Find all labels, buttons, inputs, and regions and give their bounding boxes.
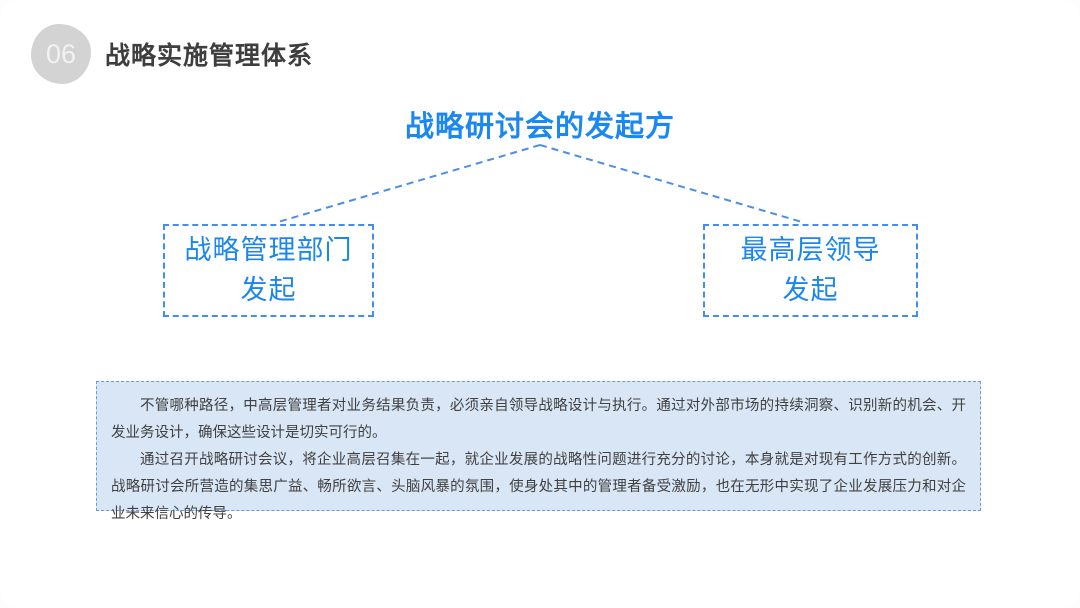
option-box-left-line2: 发起 bbox=[240, 274, 297, 305]
slide-title: 战略实施管理体系 bbox=[105, 42, 314, 70]
note-paragraph-1: 不管哪种路径，中高层管理者对业务结果负责，必须亲自领导战略设计与执行。通过对外部… bbox=[111, 398, 966, 441]
connector-line-left bbox=[277, 144, 541, 223]
option-box-strategy-department: 战略管理部门 发起 bbox=[163, 224, 374, 317]
option-box-left-line1: 战略管理部门 bbox=[184, 235, 353, 266]
option-box-top-leadership: 最高层领导 发起 bbox=[703, 224, 918, 317]
slide-number: 06 bbox=[45, 38, 77, 69]
option-box-right-line1: 最高层领导 bbox=[740, 235, 881, 266]
option-box-right-line2: 发起 bbox=[782, 274, 839, 305]
note-panel: 不管哪种路径，中高层管理者对业务结果负责，必须亲自领导战略设计与执行。通过对外部… bbox=[96, 381, 981, 522]
note-paragraph-2: 通过召开战略研讨会议，将企业高层召集在一起，就企业发展的战略性问题进行充分的讨论… bbox=[111, 452, 966, 522]
connector-line-right bbox=[539, 144, 803, 223]
diagram-heading: 战略研讨会的发起方 bbox=[404, 111, 675, 143]
slide-number-badge: 06 bbox=[31, 24, 91, 84]
